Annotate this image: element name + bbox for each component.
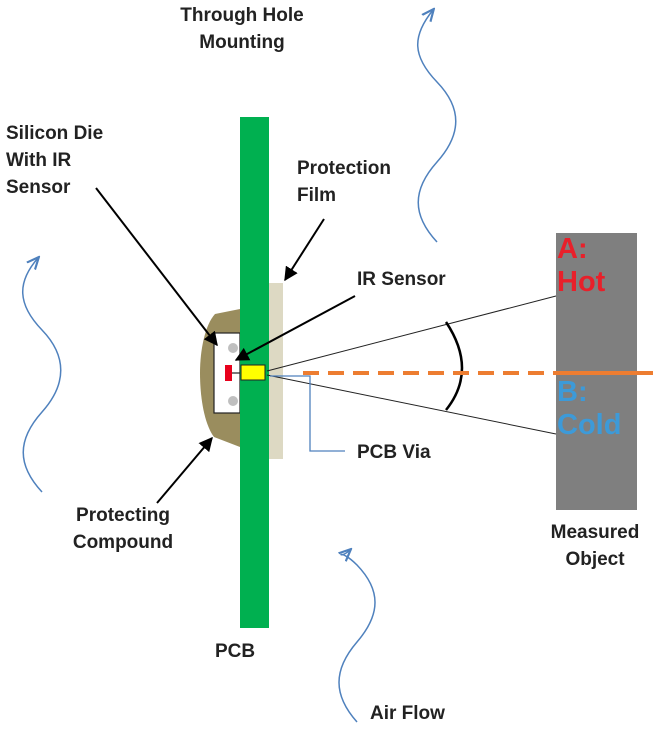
airflow-arrow-left xyxy=(22,258,62,493)
airflow-arrow-bottom xyxy=(339,550,376,723)
through-hole-mounting-label: Through Hole Mounting xyxy=(180,5,304,53)
silicon-die-red xyxy=(225,365,232,381)
ir-sensor-element xyxy=(240,364,266,381)
air-flow-label: Air Flow xyxy=(370,703,445,724)
fov-lower-line xyxy=(266,374,557,435)
point-a-hot-label: A: Hot xyxy=(557,233,606,298)
bond-ball-bottom xyxy=(228,396,238,406)
protecting-compound-pointer xyxy=(156,436,213,504)
protection-film-strip xyxy=(269,283,283,459)
protection-film-label: Protection Film xyxy=(297,158,391,206)
pcb-label: PCB xyxy=(215,641,256,662)
protecting-compound-label: Protecting Compound xyxy=(72,505,174,553)
measured-object-label: Measured Object xyxy=(550,522,640,570)
pcb-via-pointer xyxy=(270,375,345,452)
fov-upper-line xyxy=(266,295,557,372)
airflow-arrow-top xyxy=(417,10,457,243)
pcb-via-label: PCB Via xyxy=(357,442,431,463)
point-b-cold-label: B: Cold xyxy=(557,376,622,441)
ir-sensor-pointer xyxy=(234,295,356,361)
silicon-die-pointer xyxy=(95,187,218,347)
ir-sensor-label: IR Sensor xyxy=(357,269,446,290)
protection-film-pointer xyxy=(284,218,325,282)
bond-ball-top xyxy=(228,343,238,353)
silicon-die-label: Silicon Die With IR Sensor xyxy=(6,123,104,198)
fov-angle-arc xyxy=(444,321,464,411)
